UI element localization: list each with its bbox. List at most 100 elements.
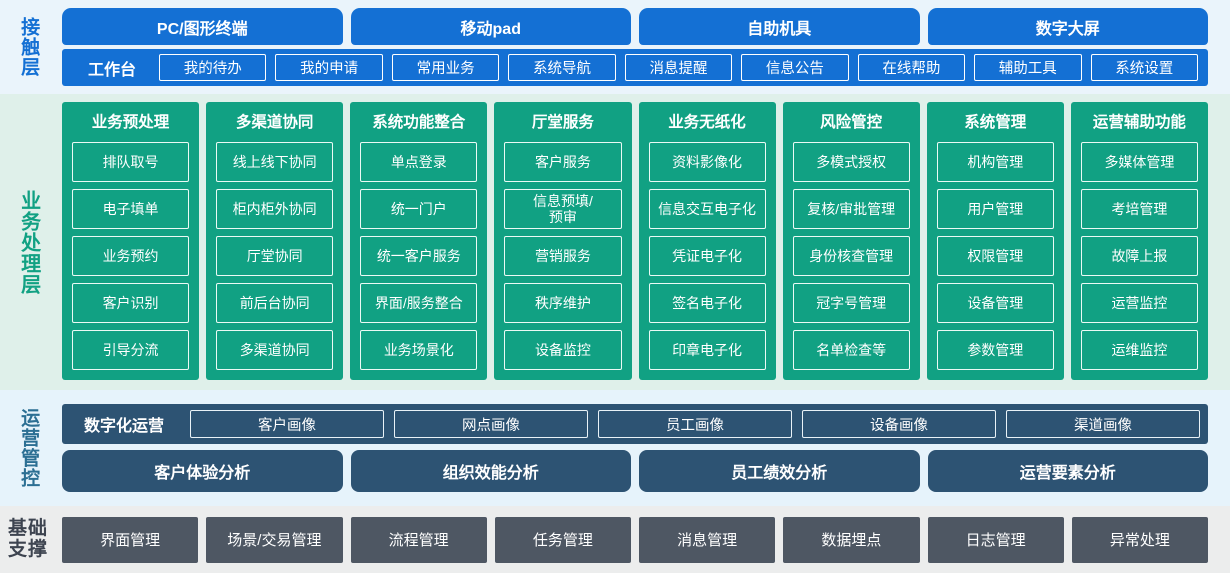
digital-operations-bar: 数字化运营 客户画像 网点画像 员工画像 设备画像 渠道画像 <box>62 404 1208 444</box>
business-item[interactable]: 排队取号 <box>72 142 190 182</box>
foundation-item-scenario-transaction-management[interactable]: 场景/交易管理 <box>206 516 343 563</box>
workbench-item-common-business[interactable]: 常用业务 <box>391 54 500 81</box>
workbench-item-announcement[interactable]: 信息公告 <box>741 54 849 81</box>
business-item[interactable]: 权限管理 <box>936 236 1054 276</box>
business-column-title: 多渠道协同 <box>235 114 314 131</box>
workbench-item-system-settings[interactable]: 系统设置 <box>1090 54 1198 81</box>
business-columns: 业务预处理 排队取号 电子填单 业务预约 客户识别 引导分流 多渠道协同 线上线… <box>62 102 1208 380</box>
workbench-item-online-help[interactable]: 在线帮助 <box>857 54 966 81</box>
foundation-layer-body: 界面管理 场景/交易管理 流程管理 任务管理 消息管理 数据埋点 日志管理 异常… <box>56 506 1230 573</box>
business-item[interactable]: 信息预填/ 预审 <box>504 189 622 229</box>
business-item[interactable]: 业务场景化 <box>360 330 478 370</box>
channel-chip-digital-screen[interactable]: 数字大屏 <box>927 8 1208 45</box>
business-item[interactable]: 设备管理 <box>936 283 1054 323</box>
workbench-item-message-reminder[interactable]: 消息提醒 <box>624 54 733 81</box>
analysis-organizational-efficiency[interactable]: 组织效能分析 <box>350 450 631 492</box>
operations-layer: 运营管控 数字化运营 客户画像 网点画像 员工画像 设备画像 渠道画像 客户体验… <box>0 390 1230 506</box>
business-column-title: 运营辅助功能 <box>1092 114 1186 131</box>
contact-layer-body: PC/图形终端 移动pad 自助机具 数字大屏 工作台 我的待办 我的申请 常用… <box>56 4 1230 90</box>
business-item[interactable]: 柜内柜外协同 <box>216 189 334 229</box>
foundation-item-ui-management[interactable]: 界面管理 <box>62 516 199 563</box>
business-item[interactable]: 单点登录 <box>360 142 478 182</box>
channel-chip-mobile-pad[interactable]: 移动pad <box>350 8 631 45</box>
portrait-customer[interactable]: 客户画像 <box>190 410 385 438</box>
business-item[interactable]: 签名电子化 <box>648 283 766 323</box>
business-item[interactable]: 多渠道协同 <box>216 330 334 370</box>
business-item[interactable]: 名单检查等 <box>792 330 910 370</box>
foundation-item-log-management[interactable]: 日志管理 <box>927 516 1064 563</box>
portrait-channel[interactable]: 渠道画像 <box>1006 410 1201 438</box>
channel-chip-self-service[interactable]: 自助机具 <box>639 8 920 45</box>
business-item[interactable]: 界面/服务整合 <box>360 283 478 323</box>
portrait-employee[interactable]: 员工画像 <box>598 410 793 438</box>
business-item[interactable]: 多模式授权 <box>792 142 910 182</box>
business-item[interactable]: 运维监控 <box>1080 330 1198 370</box>
channel-row: PC/图形终端 移动pad 自助机具 数字大屏 <box>62 8 1208 45</box>
workbench-title: 工作台 <box>88 61 137 79</box>
portrait-branch[interactable]: 网点画像 <box>394 410 589 438</box>
business-item[interactable]: 运营监控 <box>1080 283 1198 323</box>
analysis-operational-factors[interactable]: 运营要素分析 <box>927 450 1208 492</box>
business-column-operations-support: 运营辅助功能 多媒体管理 考培管理 故障上报 运营监控 运维监控 <box>1070 102 1208 380</box>
business-layer: 业务处理层 业务预处理 排队取号 电子填单 业务预约 客户识别 引导分流 多渠道… <box>0 94 1230 390</box>
foundation-item-task-management[interactable]: 任务管理 <box>494 516 631 563</box>
foundation-row: 界面管理 场景/交易管理 流程管理 任务管理 消息管理 数据埋点 日志管理 异常… <box>62 516 1208 563</box>
operations-layer-label: 运营管控 <box>18 408 40 488</box>
business-item[interactable]: 引导分流 <box>72 330 190 370</box>
workbench-item-my-todo[interactable]: 我的待办 <box>159 54 267 81</box>
business-item[interactable]: 多媒体管理 <box>1080 142 1198 182</box>
business-column-multichannel: 多渠道协同 线上线下协同 柜内柜外协同 厅堂协同 前后台协同 多渠道协同 <box>206 102 344 380</box>
business-item[interactable]: 身份核查管理 <box>792 236 910 276</box>
foundation-item-process-management[interactable]: 流程管理 <box>350 516 487 563</box>
business-item[interactable]: 参数管理 <box>936 330 1054 370</box>
foundation-layer-label: 基础 支撑 <box>7 518 48 560</box>
business-item[interactable]: 前后台协同 <box>216 283 334 323</box>
portrait-device[interactable]: 设备画像 <box>802 410 997 438</box>
business-item[interactable]: 厅堂协同 <box>216 236 334 276</box>
workbench-item-system-navigation[interactable]: 系统导航 <box>508 54 616 81</box>
contact-layer: 接触层 PC/图形终端 移动pad 自助机具 数字大屏 工作台 我的待办 我的申… <box>0 0 1230 94</box>
business-item[interactable]: 凭证电子化 <box>648 236 766 276</box>
business-item[interactable]: 印章电子化 <box>648 330 766 370</box>
channel-chip-pc[interactable]: PC/图形终端 <box>62 8 343 45</box>
business-item[interactable]: 机构管理 <box>936 142 1054 182</box>
business-item[interactable]: 统一客户服务 <box>360 236 478 276</box>
business-item[interactable]: 统一门户 <box>360 189 478 229</box>
business-column-system-management: 系统管理 机构管理 用户管理 权限管理 设备管理 参数管理 <box>926 102 1064 380</box>
business-column-title: 业务无纸化 <box>668 114 746 131</box>
business-column-paperless: 业务无纸化 资料影像化 信息交互电子化 凭证电子化 签名电子化 印章电子化 <box>638 102 776 380</box>
business-item[interactable]: 资料影像化 <box>648 142 766 182</box>
business-item[interactable]: 设备监控 <box>504 330 622 370</box>
business-item[interactable]: 营销服务 <box>504 236 622 276</box>
operations-layer-body: 数字化运营 客户画像 网点画像 员工画像 设备画像 渠道画像 客户体验分析 组织… <box>56 390 1230 506</box>
analysis-employee-performance[interactable]: 员工绩效分析 <box>639 450 920 492</box>
business-item[interactable]: 电子填单 <box>72 189 190 229</box>
business-item[interactable]: 故障上报 <box>1080 236 1198 276</box>
business-item[interactable]: 客户识别 <box>72 283 190 323</box>
workbench-bar: 工作台 我的待办 我的申请 常用业务 系统导航 消息提醒 信息公告 在线帮助 辅… <box>62 49 1208 86</box>
business-item[interactable]: 线上线下协同 <box>216 142 334 182</box>
business-item[interactable]: 冠字号管理 <box>792 283 910 323</box>
workbench-item-my-application[interactable]: 我的申请 <box>275 54 383 81</box>
contact-layer-label: 接触层 <box>18 17 40 77</box>
workbench-item-auxiliary-tools[interactable]: 辅助工具 <box>974 54 1082 81</box>
business-item[interactable]: 业务预约 <box>72 236 190 276</box>
foundation-layer: 基础 支撑 界面管理 场景/交易管理 流程管理 任务管理 消息管理 数据埋点 日… <box>0 506 1230 573</box>
business-item[interactable]: 用户管理 <box>936 189 1054 229</box>
business-column-lobby-service: 厅堂服务 客户服务 信息预填/ 预审 营销服务 秩序维护 设备监控 <box>494 102 632 380</box>
business-column-title: 系统管理 <box>964 114 1027 131</box>
analysis-row: 客户体验分析 组织效能分析 员工绩效分析 运营要素分析 <box>62 450 1208 492</box>
foundation-item-exception-handling[interactable]: 异常处理 <box>1071 516 1208 563</box>
business-item[interactable]: 秩序维护 <box>504 283 622 323</box>
business-item[interactable]: 考培管理 <box>1080 189 1198 229</box>
business-column-pre-processing: 业务预处理 排队取号 电子填单 业务预约 客户识别 引导分流 <box>62 102 200 380</box>
foundation-item-data-tracking[interactable]: 数据埋点 <box>783 516 920 563</box>
digital-operations-title: 数字化运营 <box>84 418 165 435</box>
business-column-risk-control: 风险管控 多模式授权 复核/审批管理 身份核查管理 冠字号管理 名单检查等 <box>782 102 920 380</box>
analysis-customer-experience[interactable]: 客户体验分析 <box>62 450 343 492</box>
foundation-item-message-management[interactable]: 消息管理 <box>639 516 776 563</box>
business-item[interactable]: 信息交互电子化 <box>648 189 766 229</box>
business-item[interactable]: 复核/审批管理 <box>792 189 910 229</box>
business-item[interactable]: 客户服务 <box>504 142 622 182</box>
